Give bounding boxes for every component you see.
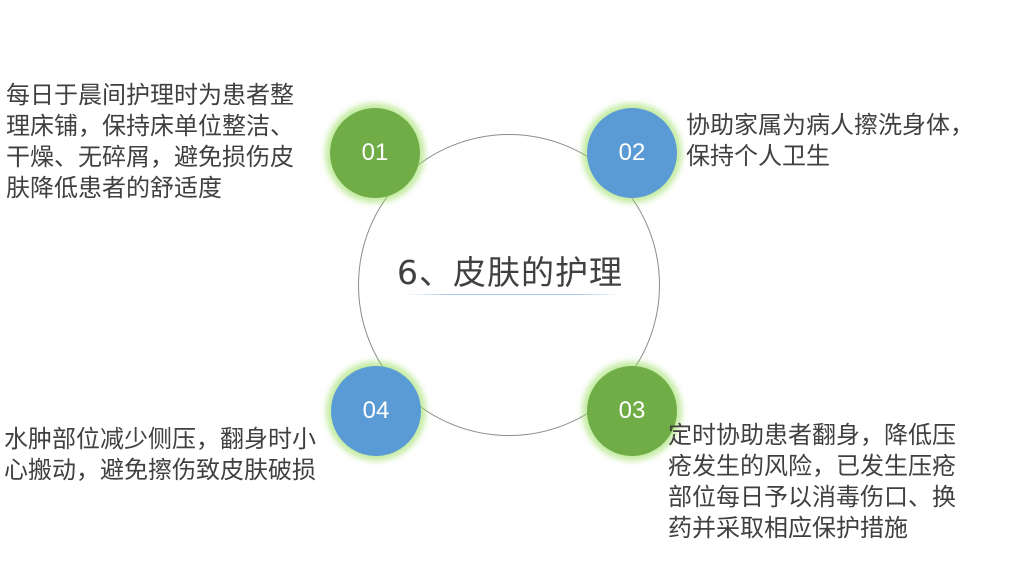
node-01-line-3: 干燥、无碎屑，避免损伤皮 — [6, 143, 294, 171]
node-03-line-3: 部位每日予以消毒伤口、换 — [668, 483, 956, 511]
center-circle — [358, 134, 660, 436]
node-03-line-1: 定时协助患者翻身，降低压 — [668, 421, 956, 449]
node-04-line-2: 心搬动，避免擦伤致皮肤破损 — [4, 456, 316, 484]
node-03-line-4: 药并采取相应保护措施 — [668, 514, 908, 542]
node-01-description: 每日于晨间护理时为患者整 理床铺，保持床单位整洁、 干燥、无碎屑，避免损伤皮 肤… — [6, 80, 294, 204]
node-04-description: 水肿部位减少侧压，翻身时小 心搬动，避免擦伤致皮肤破损 — [4, 424, 316, 486]
node-03-description: 定时协助患者翻身，降低压 疮发生的风险，已发生压疮 部位每日予以消毒伤口、换 药… — [668, 420, 956, 544]
node-04-badge: 04 — [331, 366, 421, 456]
title-underline — [406, 294, 620, 295]
slide-title: 6、皮肤的护理 — [397, 253, 623, 292]
node-04-number: 04 — [362, 397, 390, 424]
node-03-line-2: 疮发生的风险，已发生压疮 — [668, 452, 956, 480]
node-01-line-4: 肤降低患者的舒适度 — [6, 174, 222, 202]
node-04-line-1: 水肿部位减少侧压，翻身时小 — [4, 425, 316, 453]
node-01-line-2: 理床铺，保持床单位整洁、 — [6, 112, 294, 140]
node-02-number: 02 — [618, 139, 646, 166]
node-01-badge: 01 — [330, 108, 420, 198]
node-02-badge: 02 — [587, 108, 677, 198]
node-02-line-2: 保持个人卫生 — [686, 142, 830, 170]
node-03-badge: 03 — [587, 366, 677, 456]
node-02-description: 协助家属为病人擦洗身体， 保持个人卫生 — [686, 110, 974, 172]
node-01-number: 01 — [361, 139, 389, 166]
node-03-number: 03 — [618, 397, 646, 424]
node-02-line-1: 协助家属为病人擦洗身体， — [686, 111, 974, 139]
node-01-line-1: 每日于晨间护理时为患者整 — [6, 81, 294, 109]
